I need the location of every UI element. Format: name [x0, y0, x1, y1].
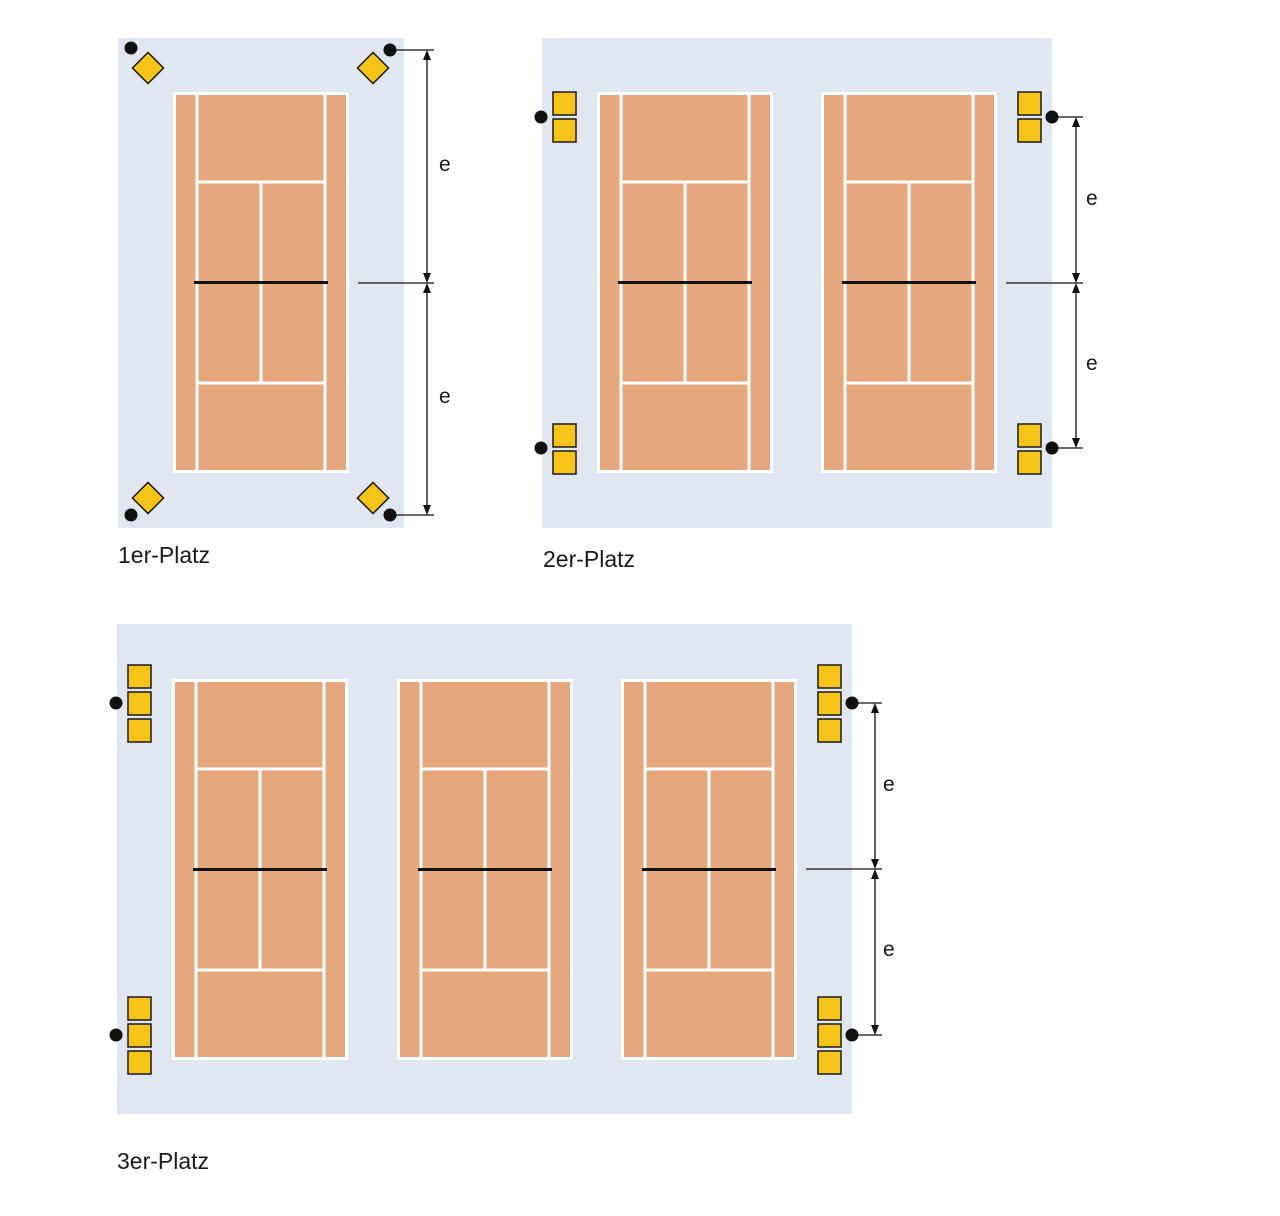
tennis-court	[397, 679, 573, 1060]
dimension-label: e	[439, 385, 451, 408]
floodlight	[534, 423, 577, 475]
square-lamp-icon	[127, 1050, 152, 1075]
square-lamp-icon	[817, 1050, 842, 1075]
diamond-lamp-icon	[356, 51, 390, 85]
square-lamp-icon	[127, 664, 152, 689]
floodlight	[817, 664, 859, 743]
square-lamp-icon	[817, 691, 842, 716]
square-lamp-icon	[127, 1023, 152, 1048]
square-lamp-icon	[1017, 91, 1042, 116]
mast-icon	[109, 696, 123, 710]
mast-icon	[109, 1028, 123, 1042]
panel-caption: 3er-Platz	[117, 1148, 209, 1174]
square-lamp-icon	[817, 996, 842, 1021]
panel-1er-platz: e e 1er-Platz	[118, 38, 451, 568]
dimension-label: e	[439, 153, 451, 176]
square-lamp-icon	[552, 91, 577, 116]
square-lamp-icon	[552, 450, 577, 475]
square-lamp-icon	[817, 1023, 842, 1048]
floodlight	[817, 996, 859, 1075]
square-lamp-icon	[1017, 450, 1042, 475]
panel-caption: 1er-Platz	[118, 542, 210, 568]
floodlight	[534, 91, 577, 143]
floodlight	[124, 41, 165, 85]
tennis-court	[173, 92, 349, 473]
diamond-lamp-icon	[131, 481, 165, 515]
square-lamp-icon	[1017, 423, 1042, 448]
dimension-label: e	[883, 938, 895, 961]
tennis-court	[621, 679, 797, 1060]
panel-3er-platz: e e 3er-Platz	[109, 624, 895, 1174]
dimension-label: e	[883, 773, 895, 796]
floodlight	[124, 481, 165, 522]
floodlight	[109, 996, 152, 1075]
dimension-lines	[806, 702, 882, 1036]
diamond-lamp-icon	[356, 481, 390, 515]
floodlight	[109, 664, 152, 743]
square-lamp-icon	[817, 718, 842, 743]
mast-icon	[534, 441, 548, 455]
square-lamp-icon	[127, 996, 152, 1021]
diamond-lamp-icon	[131, 51, 165, 85]
panel-2er-platz: e e 2er-Platz	[534, 38, 1098, 572]
square-lamp-icon	[552, 423, 577, 448]
square-lamp-icon	[552, 118, 577, 143]
dimension-lines	[358, 49, 434, 516]
square-lamp-icon	[817, 664, 842, 689]
tennis-court	[172, 679, 348, 1060]
mast-icon	[534, 110, 548, 124]
tennis-court	[821, 92, 997, 473]
dimension-label: e	[1086, 352, 1098, 375]
panel-caption: 2er-Platz	[543, 546, 635, 572]
mast-icon	[124, 508, 138, 522]
square-lamp-icon	[127, 718, 152, 743]
square-lamp-icon	[127, 691, 152, 716]
mast-icon	[124, 41, 138, 55]
floodlight	[1017, 423, 1059, 475]
dimension-lines	[1006, 116, 1083, 449]
square-lamp-icon	[1017, 118, 1042, 143]
dimension-label: e	[1086, 187, 1098, 210]
tennis-court	[597, 92, 773, 473]
floodlight	[1017, 91, 1059, 143]
